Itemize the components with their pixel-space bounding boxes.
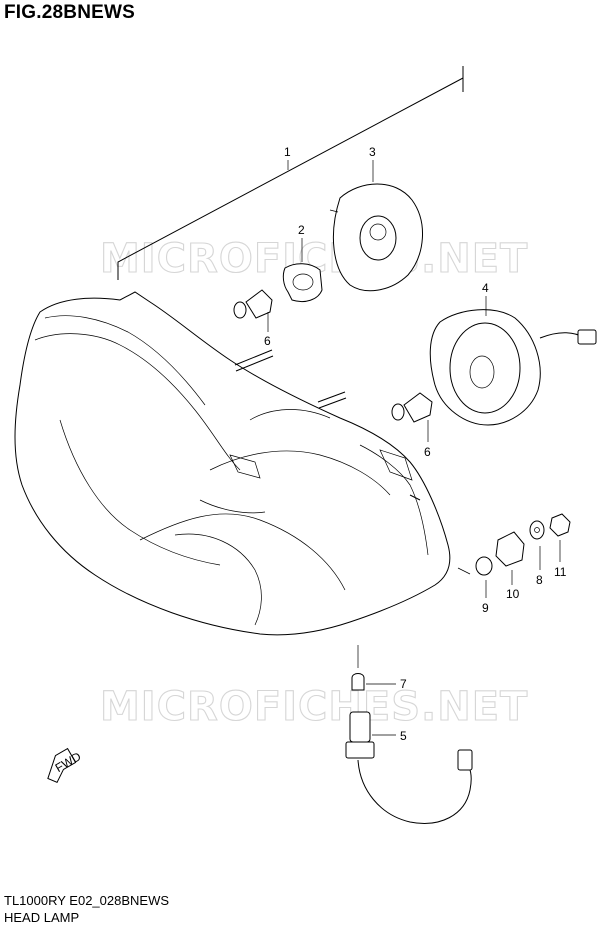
callout-9: 9 [482,601,489,615]
headlamp-housing [14,291,451,636]
part-5-socket-harness [345,711,473,824]
callout-10: 10 [506,587,520,601]
figure-code: TL1000RY E02_028BNEWS [4,893,170,908]
fwd-arrow: FWD [47,747,84,784]
watermark-bottom: MICROFICHES.NET [100,684,528,730]
callout-4: 4 [482,281,489,295]
part-3-socket-cover [329,160,423,292]
callout-6-lower: 6 [424,445,431,459]
callout-1: 1 [284,145,291,159]
part-2-bulb-spring [282,238,323,303]
callout-8: 8 [536,573,543,587]
callout-5: 5 [400,729,407,743]
callout-3: 3 [369,145,376,159]
mounting-hardware [457,513,571,598]
callout-11: 11 [554,565,567,579]
part-4-socket-cover-harness [429,296,597,426]
figure-name: HEAD LAMP [4,910,80,925]
assembly-bracket [117,66,464,280]
callout-6-upper: 6 [264,334,271,348]
fwd-label: FWD [53,749,84,775]
callout-2: 2 [298,223,305,237]
part-6-bulb-lower [391,392,433,442]
figure-title: FIG.28BNEWS [4,2,135,23]
callout-7: 7 [400,677,407,691]
part-7-position-bulb [351,645,396,691]
part-6-bulb-upper [233,289,273,332]
